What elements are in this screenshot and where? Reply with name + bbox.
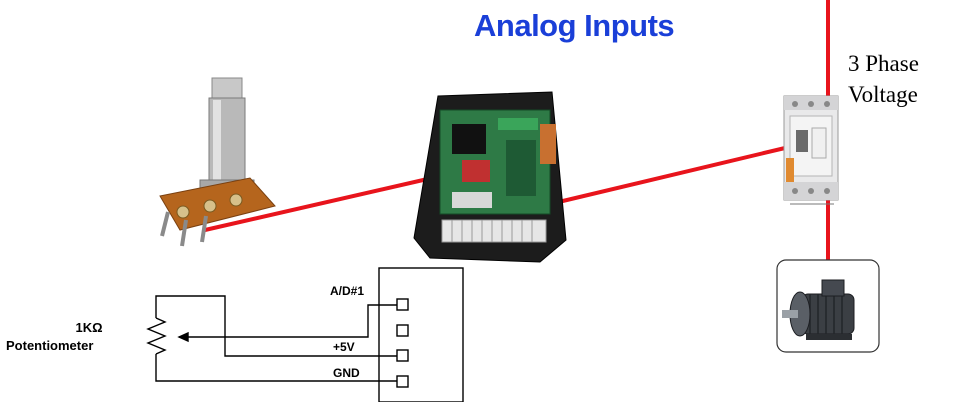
terminal-3 xyxy=(396,349,409,362)
diagram-title: Analog Inputs xyxy=(474,8,675,43)
terminal-1 xyxy=(396,298,409,311)
wire-pot-to-controller xyxy=(204,173,446,232)
potentiometer-label: 1KΩ Potentiometer xyxy=(0,319,170,355)
three-phase-voltage-label: 3 Phase Voltage xyxy=(848,48,919,110)
terminal-2 xyxy=(396,324,409,337)
wiper-arrow xyxy=(177,331,189,343)
resistor-zigzag xyxy=(146,317,167,355)
schematic xyxy=(146,267,464,402)
contactor-image xyxy=(783,95,839,205)
red-wires xyxy=(204,0,830,282)
potentiometer-image xyxy=(159,77,276,247)
controller-board-image xyxy=(413,91,567,263)
motor-image xyxy=(776,259,880,353)
pot-value-label: 1KΩ xyxy=(75,320,103,335)
terminal-ad1-label: A/D#1 xyxy=(330,284,365,298)
wire-ad1 xyxy=(179,304,397,338)
terminal-5v-label: +5V xyxy=(333,340,355,354)
pot-name-label: Potentiometer xyxy=(6,338,94,353)
terminal-gnd-label: GND xyxy=(333,366,360,380)
phase-label-line-1: 3 Phase xyxy=(848,51,919,76)
wire-controller-to-contactor xyxy=(545,146,786,207)
phase-label-line-2: Voltage xyxy=(848,82,918,107)
wire-gnd xyxy=(155,354,397,382)
wire-5v xyxy=(155,295,397,357)
terminal-4 xyxy=(396,375,409,388)
terminal-block xyxy=(378,267,464,402)
